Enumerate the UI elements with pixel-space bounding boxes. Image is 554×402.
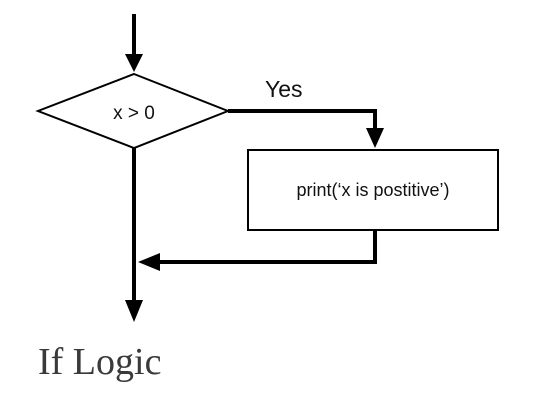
- yes-branch-arrow: [228, 109, 384, 148]
- return-arrow: [138, 230, 377, 271]
- decision-label: x > 0: [113, 103, 155, 124]
- figure-caption: If Logic: [38, 341, 162, 383]
- process-label: print(‘x is postitive’): [296, 180, 449, 200]
- entry-arrow: [125, 14, 143, 72]
- exit-arrow: [125, 148, 143, 322]
- process-box: [247, 149, 499, 231]
- yes-label: Yes: [265, 76, 303, 102]
